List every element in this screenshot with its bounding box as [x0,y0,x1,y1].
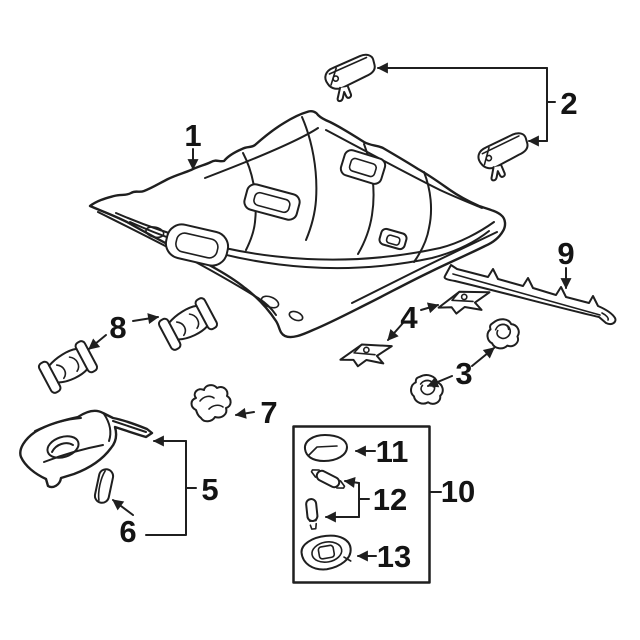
leader-4-lower [387,322,404,341]
callout-8-label: 8 [109,310,126,345]
callout-2-label: 2 [560,86,577,121]
callout-12-label: 12 [373,482,407,517]
leader-6 [112,499,134,516]
callout-1-label: 1 [184,118,201,153]
map-lamp-opening [145,223,230,267]
headliner-cutout-rear [339,149,387,185]
grommet-upper [484,316,522,351]
callout-4-label: 4 [400,300,418,335]
grommet-lower [408,372,446,408]
leader-4-upper [420,302,440,314]
leader-3-lower [426,375,453,388]
callout-13-label: 13 [377,539,411,574]
callout-3-label: 3 [455,356,472,391]
headliner-panel [88,110,507,339]
leader-3-upper [471,347,495,367]
sun-visor [19,409,154,489]
callout-5-label: 5 [201,472,218,507]
festoon-bulb [310,469,346,489]
visor-spool-right [156,295,220,353]
retainer-clip-top [321,51,382,105]
callout-7-label: 7 [260,395,277,430]
leader-8-right [132,313,160,324]
coat-hook [190,384,232,423]
headliner-hole-right [288,310,304,322]
callout-11-label: 11 [376,434,409,469]
sun-visor-body [19,409,154,489]
leader-12-top [343,476,360,488]
retainer-clip-bottom [473,130,536,184]
leader-7 [234,407,255,419]
clip-plate-upper [437,288,491,317]
wedge-bulb [305,498,319,530]
visor-clip-small [93,468,115,504]
leader-5-stem [145,440,187,536]
clip-plate-lower [338,340,393,371]
dome-lamp-lens [303,434,348,462]
leader-8-left [88,334,107,350]
headliner-cutout-small [378,227,408,251]
callout-labels: 1 2 3 4 5 6 7 8 9 10 11 12 13 [109,86,577,574]
sun-visor-details [34,413,147,463]
callout-9-label: 9 [557,236,574,271]
callout-leaders [88,62,572,562]
lamp-housing [300,534,352,571]
headliner-outline [88,110,507,339]
headliner-hole-left [260,295,280,309]
headliner-cutout-center [243,183,301,221]
callout-6-label: 6 [119,514,136,549]
lamp-parts-box [292,425,431,584]
callout-10-label: 10 [441,474,475,509]
